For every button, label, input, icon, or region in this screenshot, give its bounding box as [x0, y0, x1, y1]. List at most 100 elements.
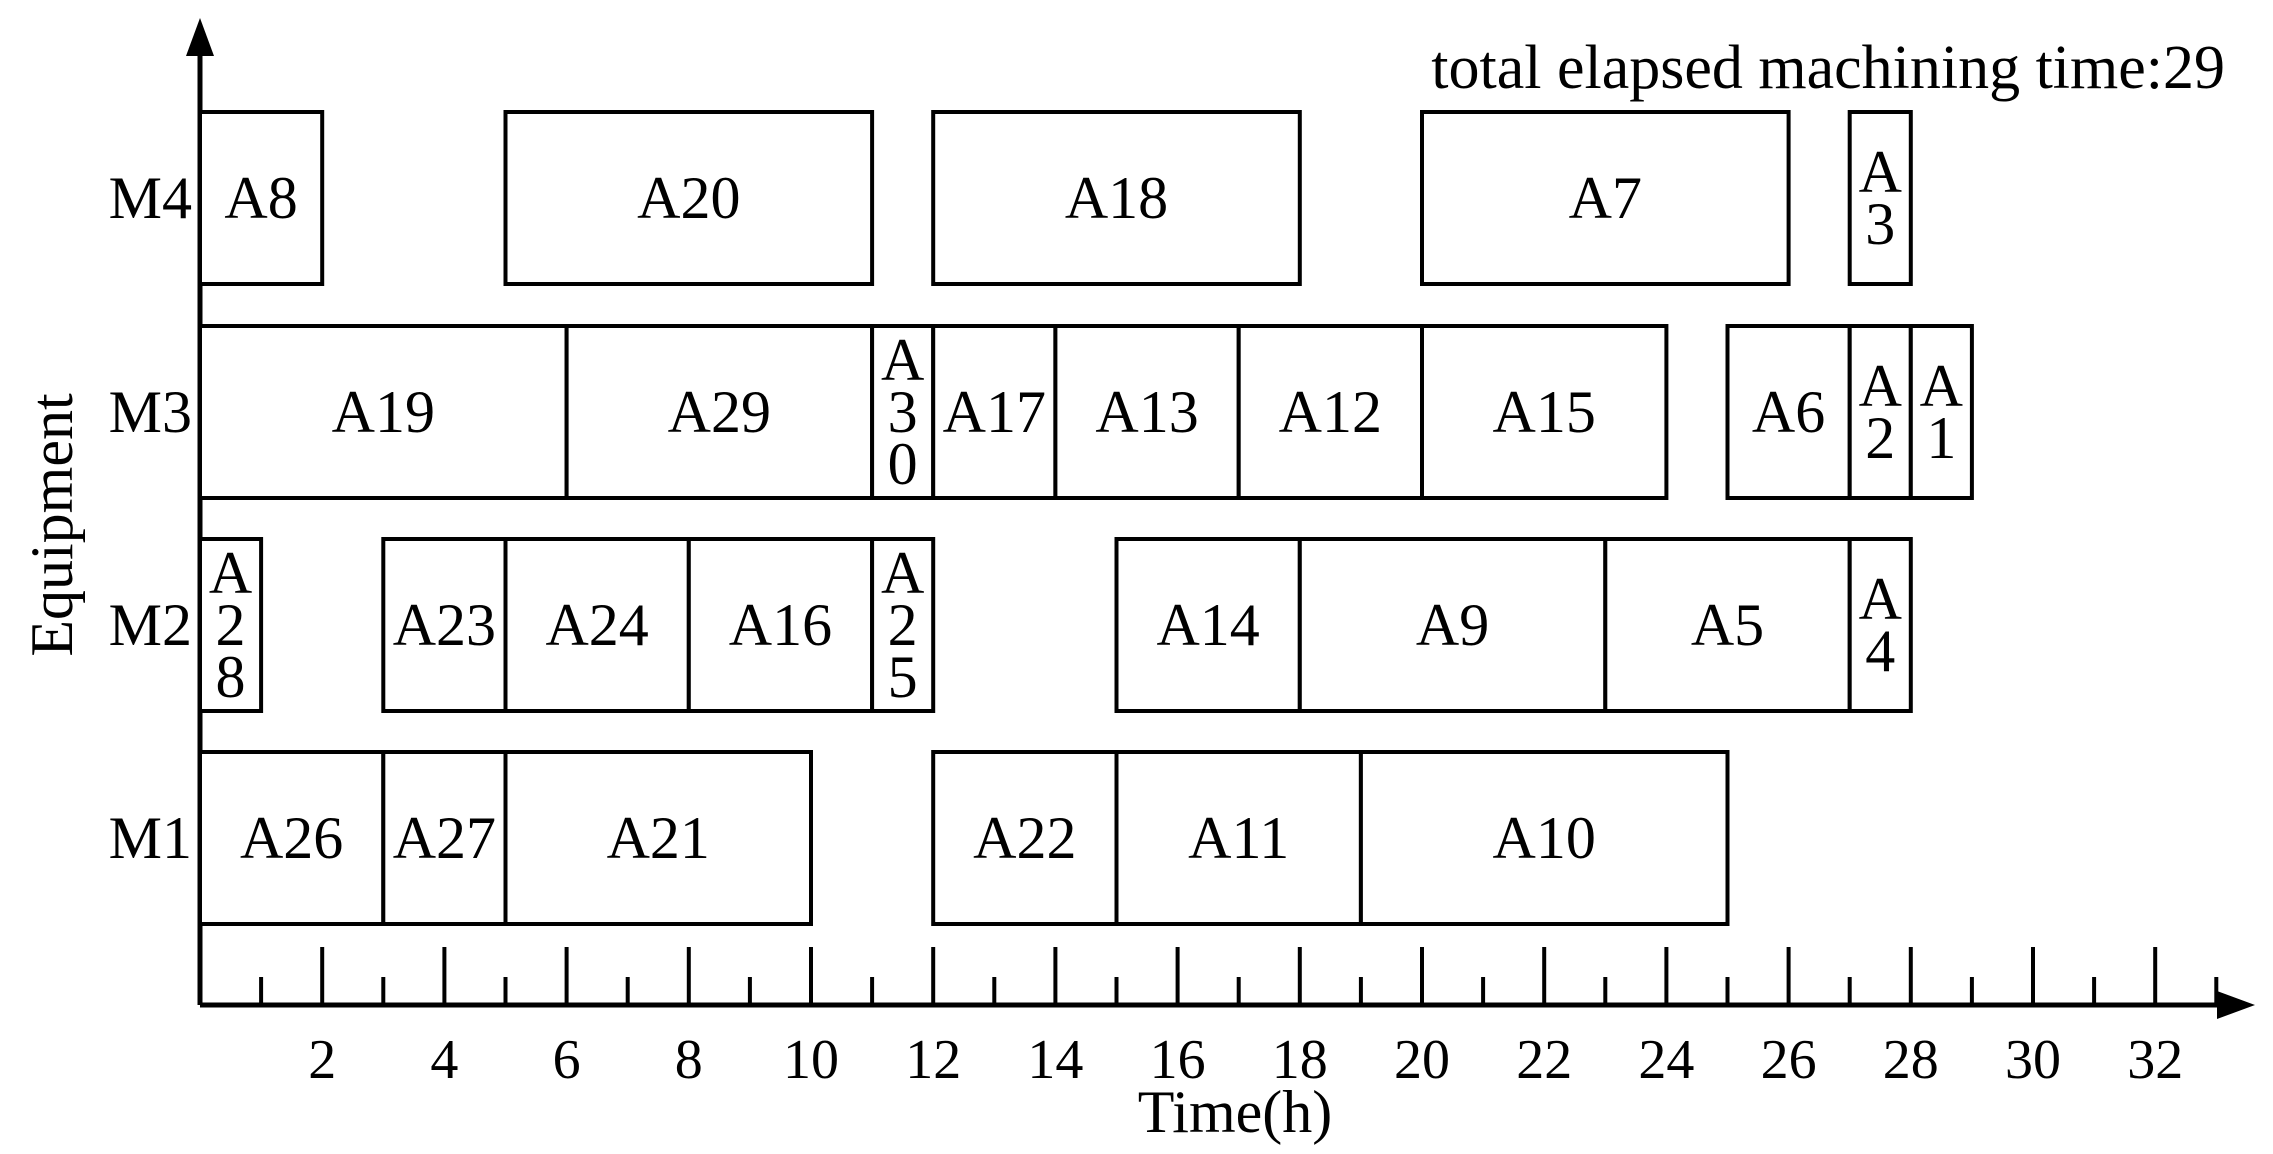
task-bar	[870, 324, 936, 500]
task-bar	[1297, 537, 1608, 713]
task-a23: A23	[381, 537, 508, 713]
x-tick-label: 4	[430, 1029, 458, 1091]
task-a26: A26	[198, 750, 386, 926]
task-bar	[931, 750, 1119, 926]
task-label: A5	[1691, 592, 1764, 658]
task-a11: A11	[1114, 750, 1363, 926]
task-label: A11	[1188, 805, 1289, 871]
task-a9: A9	[1297, 537, 1608, 713]
task-label: A24	[545, 592, 648, 658]
task-bar	[198, 750, 386, 926]
task-label: A29	[668, 379, 771, 445]
task-label: A8	[224, 165, 297, 231]
task-label: A12	[1279, 379, 1382, 445]
x-axis-title: Time(h)	[1138, 1079, 1332, 1145]
task-bar	[381, 537, 508, 713]
task-bar	[198, 324, 569, 500]
task-label: A17	[943, 379, 1046, 445]
task-label: A9	[1416, 592, 1489, 658]
x-tick-label: 12	[905, 1029, 961, 1091]
task-bar	[564, 324, 875, 500]
task-bar	[503, 537, 691, 713]
task-bar	[1114, 750, 1363, 926]
total-time-annotation: total elapsed machining time:29	[1431, 34, 2225, 102]
x-tick-label: 26	[1761, 1029, 1817, 1091]
y-axis-arrow	[186, 18, 214, 56]
task-a13: A13	[1053, 324, 1241, 500]
row-label-m4: M4	[109, 165, 192, 231]
task-a14: A14	[1114, 537, 1302, 713]
task-label: A10	[1493, 805, 1596, 871]
task-label: A21	[607, 805, 710, 871]
task-label: A23	[393, 592, 496, 658]
task-a19: A19	[198, 324, 569, 500]
task-bar	[503, 750, 813, 926]
task-label: A13	[1095, 379, 1198, 445]
task-label: A20	[637, 165, 740, 231]
task-bar	[1847, 537, 1913, 713]
task-label: A16	[729, 592, 832, 658]
x-tick-label: 16	[1150, 1029, 1206, 1091]
task-a12: A12	[1236, 324, 1424, 500]
task-a29: A29	[564, 324, 875, 500]
task-a27: A27	[381, 750, 508, 926]
task-bar	[1847, 324, 1913, 500]
task-label: A7	[1569, 165, 1642, 231]
task-label: A18	[1065, 165, 1168, 231]
task-label: A15	[1493, 379, 1596, 445]
task-bar	[1236, 324, 1424, 500]
task-bar	[1358, 750, 1730, 926]
task-label: A27	[393, 805, 496, 871]
row-label-m2: M2	[109, 592, 192, 658]
task-bar	[503, 110, 875, 286]
x-tick-label: 20	[1394, 1029, 1450, 1091]
x-tick-label: 30	[2005, 1029, 2061, 1091]
x-tick-label: 10	[783, 1029, 839, 1091]
row-labels: M1 M2 M3 M4	[109, 165, 192, 871]
x-tick-label: 14	[1027, 1029, 1083, 1091]
task-bar	[1603, 537, 1852, 713]
task-label: A6	[1752, 379, 1825, 445]
task-a21: A21	[503, 750, 813, 926]
task-bar	[1420, 110, 1791, 286]
x-tick-label: 2	[308, 1029, 336, 1091]
task-bar	[931, 110, 1302, 286]
task-a7: A7	[1420, 110, 1791, 286]
task-label: A26	[240, 805, 343, 871]
task-label: A19	[332, 379, 435, 445]
row-label-m1: M1	[109, 805, 192, 871]
task-a10: A10	[1358, 750, 1730, 926]
task-a24: A24	[503, 537, 691, 713]
x-tick-label: 28	[1883, 1029, 1939, 1091]
task-a20: A20	[503, 110, 875, 286]
task-bar	[1420, 324, 1669, 500]
task-bar	[1908, 324, 1974, 500]
y-axis-title: Equipment	[19, 393, 85, 657]
x-axis-arrow	[2217, 991, 2255, 1019]
row-label-m3: M3	[109, 379, 192, 445]
task-a16: A16	[686, 537, 875, 713]
task-bar	[1114, 537, 1302, 713]
x-tick-label: 18	[1272, 1029, 1328, 1091]
task-a18: A18	[931, 110, 1302, 286]
task-a5: A5	[1603, 537, 1852, 713]
task-a15: A15	[1420, 324, 1669, 500]
x-tick-label: 32	[2127, 1029, 2183, 1091]
task-a6: A6	[1725, 324, 1852, 500]
task-a8: A8	[198, 110, 325, 286]
task-bar	[198, 110, 325, 286]
